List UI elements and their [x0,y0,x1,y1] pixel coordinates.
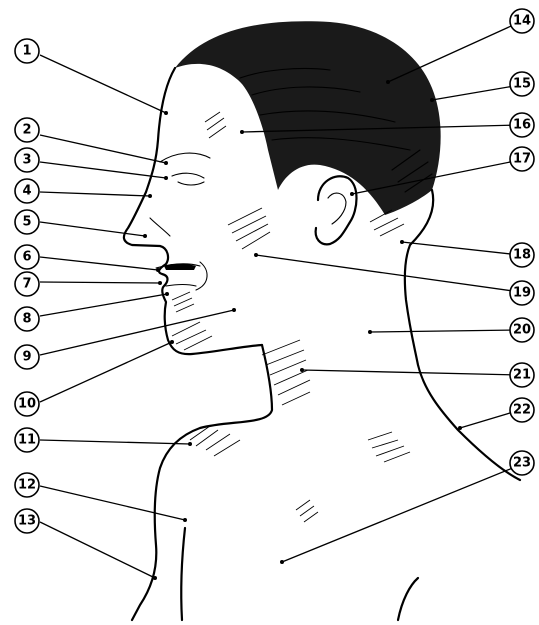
ear-illustration [316,176,357,244]
callout-18: 18 [510,243,534,267]
svg-text:9: 9 [22,350,31,365]
callout-1: 1 [15,39,39,63]
callout-22: 22 [510,398,534,422]
svg-text:19: 19 [513,286,531,301]
svg-text:6: 6 [22,250,31,265]
callout-7: 7 [15,272,39,296]
callout-2: 2 [15,118,39,142]
svg-text:17: 17 [513,152,531,167]
svg-text:23: 23 [513,456,531,471]
callout-23: 23 [510,451,534,475]
callout-6: 6 [15,245,39,269]
svg-text:11: 11 [18,433,36,448]
svg-text:15: 15 [513,77,531,92]
svg-text:7: 7 [22,277,31,292]
callout-3: 3 [15,148,39,172]
callout-10: 10 [15,392,39,416]
svg-text:4: 4 [22,184,31,199]
callout-16: 16 [510,113,534,137]
callout-14: 14 [510,9,534,33]
svg-text:8: 8 [22,312,31,327]
callout-8: 8 [15,307,39,331]
svg-text:12: 12 [18,478,36,493]
callout-15: 15 [510,72,534,96]
svg-text:3: 3 [22,153,31,168]
callout-20: 20 [510,318,534,342]
callout-11: 11 [15,428,39,452]
callout-13: 13 [15,509,39,533]
svg-text:5: 5 [22,215,31,230]
callout-21: 21 [510,363,534,387]
hair-illustration [175,21,441,215]
svg-text:14: 14 [513,14,531,29]
callout-9: 9 [15,345,39,369]
svg-text:16: 16 [513,118,531,133]
svg-text:10: 10 [18,397,36,412]
callout-19: 19 [510,281,534,305]
callout-17: 17 [510,147,534,171]
svg-text:18: 18 [513,248,531,263]
svg-text:22: 22 [513,403,531,418]
callout-5: 5 [15,210,39,234]
svg-text:1: 1 [22,44,31,59]
svg-text:20: 20 [513,323,531,338]
svg-text:2: 2 [22,123,31,138]
callout-12: 12 [15,473,39,497]
callout-4: 4 [15,179,39,203]
svg-text:21: 21 [513,368,531,383]
svg-text:13: 13 [18,514,36,529]
